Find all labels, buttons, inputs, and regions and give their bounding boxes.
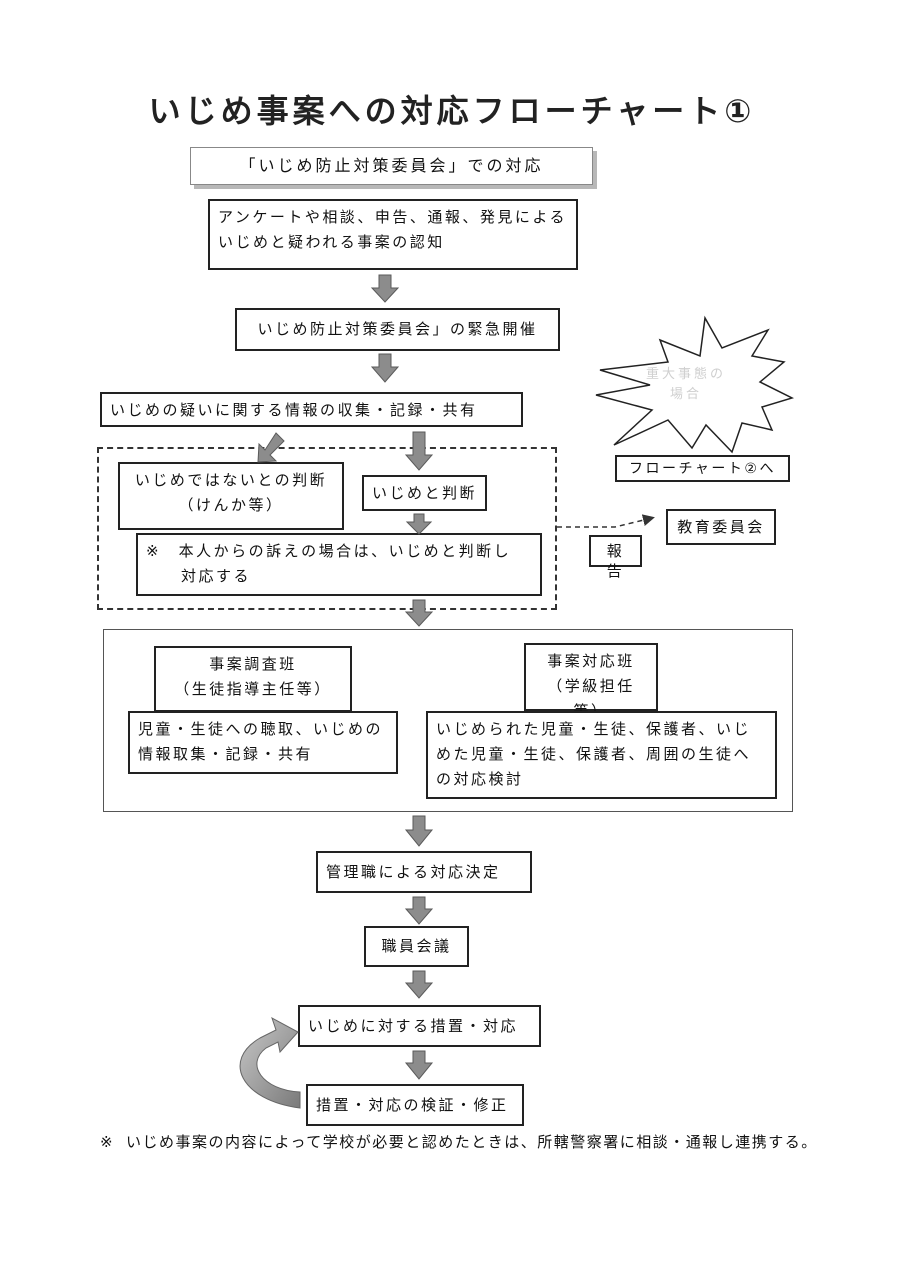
arrow-down-9 bbox=[404, 1050, 434, 1080]
arrow-down-2 bbox=[370, 353, 400, 383]
footnote-mark: ※ bbox=[100, 1133, 115, 1151]
loop-arrow bbox=[239, 1016, 301, 1109]
investigation-team-box: 事案調査班 （生徒指導主任等） bbox=[154, 646, 352, 712]
footnote-text: いじめ事案の内容によって学校が必要と認めたときは、所轄警察署に相談・通報し連携す… bbox=[126, 1133, 818, 1151]
arrow-down-7 bbox=[404, 896, 434, 925]
verification-box: 措置・対応の検証・修正 bbox=[306, 1084, 524, 1126]
emergency-meeting-box: いじめ防止対策委員会」の緊急開催 bbox=[235, 308, 560, 351]
investigation-task-box: 児童・生徒への聴取、いじめの情報取集・記録・共有 bbox=[128, 711, 398, 774]
committee-header: 「いじめ防止対策委員会」での対応 bbox=[190, 147, 593, 185]
complaint-note-box: ※ 本人からの訴えの場合は、いじめと判断し 対応する bbox=[136, 533, 542, 596]
judgment-dashed-frame bbox=[97, 447, 557, 610]
board-of-education-box: 教育委員会 bbox=[666, 509, 776, 545]
response-task-box: いじめられた児童・生徒、保護者、いじめた児童・生徒、保護者、周囲の生徒への対応検… bbox=[426, 711, 777, 799]
staff-meeting-box: 職員会議 bbox=[364, 926, 469, 967]
not-bullying-box: いじめではないとの判断 （けんか等） bbox=[118, 462, 344, 530]
arrow-down-6 bbox=[404, 815, 434, 847]
flowchart2-box: フローチャート②へ bbox=[615, 455, 790, 482]
is-bullying-box: いじめと判断 bbox=[362, 475, 487, 511]
starburst-label: 重大事態の 場合 bbox=[645, 367, 726, 402]
response-team-box: 事案対応班 （学級担任等） bbox=[524, 643, 658, 720]
awareness-box: アンケートや相談、申告、通報、発見によるいじめと疑われる事案の認知 bbox=[208, 199, 578, 270]
report-connector bbox=[557, 514, 655, 528]
measures-box: いじめに対する措置・対応 bbox=[298, 1005, 541, 1047]
arrow-down-1 bbox=[370, 274, 400, 303]
teams-frame bbox=[103, 629, 793, 812]
footnote: ※ いじめ事案の内容によって学校が必要と認めたときは、所轄警察署に相談・通報し連… bbox=[100, 1130, 820, 1155]
page-title: いじめ事案への対応フローチャート① bbox=[148, 92, 756, 130]
info-collection-box: いじめの疑いに関する情報の収集・記録・共有 bbox=[100, 392, 523, 427]
report-box: 報告 bbox=[589, 535, 642, 580]
arrow-down-8 bbox=[404, 970, 434, 999]
management-decision-box: 管理職による対応決定 bbox=[316, 851, 532, 893]
